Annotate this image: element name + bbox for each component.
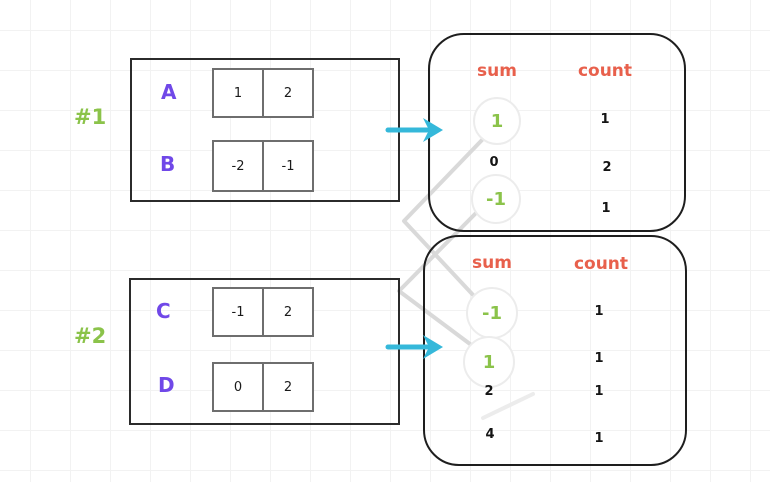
table2-row3-count: 1 — [594, 384, 604, 399]
group-1-label[interactable]: #1 — [74, 105, 107, 129]
table2-row4-count: 1 — [594, 431, 604, 446]
group-2-box[interactable] — [129, 278, 400, 425]
array-d-cell-0: 0 — [233, 379, 243, 395]
array-a-cells[interactable]: 1 2 — [212, 68, 314, 118]
array-b-cell-1: -1 — [262, 142, 312, 190]
table1-row1-sum-highlighted[interactable]: 1 — [473, 97, 521, 145]
table1-row3-count: 1 — [601, 201, 611, 216]
array-c-label[interactable]: C — [156, 299, 172, 323]
sum-count-panel-2[interactable] — [423, 235, 687, 466]
array-a-cell-0: 1 — [233, 85, 243, 101]
table2-row4-sum: 4 — [485, 427, 495, 442]
array-d-label[interactable]: D — [158, 373, 176, 397]
table2-row2-sum-highlighted[interactable]: 1 — [463, 336, 515, 388]
arrow-group1-to-table1-icon[interactable] — [385, 118, 443, 142]
array-b-label[interactable]: B — [160, 152, 176, 176]
table1-count-header: count — [577, 61, 633, 81]
array-b-cells[interactable]: -2 -1 — [212, 140, 314, 192]
connector-stray-stroke — [481, 392, 535, 420]
array-b-cell-0: -2 — [231, 158, 245, 174]
table2-row2-count: 1 — [594, 351, 604, 366]
table1-sum-header: sum — [477, 61, 517, 81]
table1-row3-sum-highlighted[interactable]: -1 — [471, 174, 521, 224]
table1-row2-sum: 0 — [489, 155, 499, 170]
table2-sum-header: sum — [472, 253, 512, 273]
array-c-cell-0: -1 — [231, 304, 245, 320]
array-a-cell-1: 2 — [262, 70, 312, 116]
table1-row1-count: 1 — [600, 112, 610, 127]
array-c-cells[interactable]: -1 2 — [212, 287, 314, 337]
table1-row2-count: 2 — [602, 160, 612, 175]
array-a-label[interactable]: A — [161, 80, 177, 104]
arrow-group2-to-table2-icon[interactable] — [385, 335, 443, 359]
array-c-cell-1: 2 — [262, 289, 312, 335]
table2-row3-sum: 2 — [484, 384, 494, 399]
group-2-label[interactable]: #2 — [74, 324, 107, 348]
array-d-cell-1: 2 — [262, 364, 312, 410]
connector-sum1-to-sum-neg1[interactable] — [402, 138, 484, 298]
array-d-cells[interactable]: 0 2 — [212, 362, 314, 412]
table2-row1-count: 1 — [594, 304, 604, 319]
table2-count-header: count — [573, 254, 629, 274]
